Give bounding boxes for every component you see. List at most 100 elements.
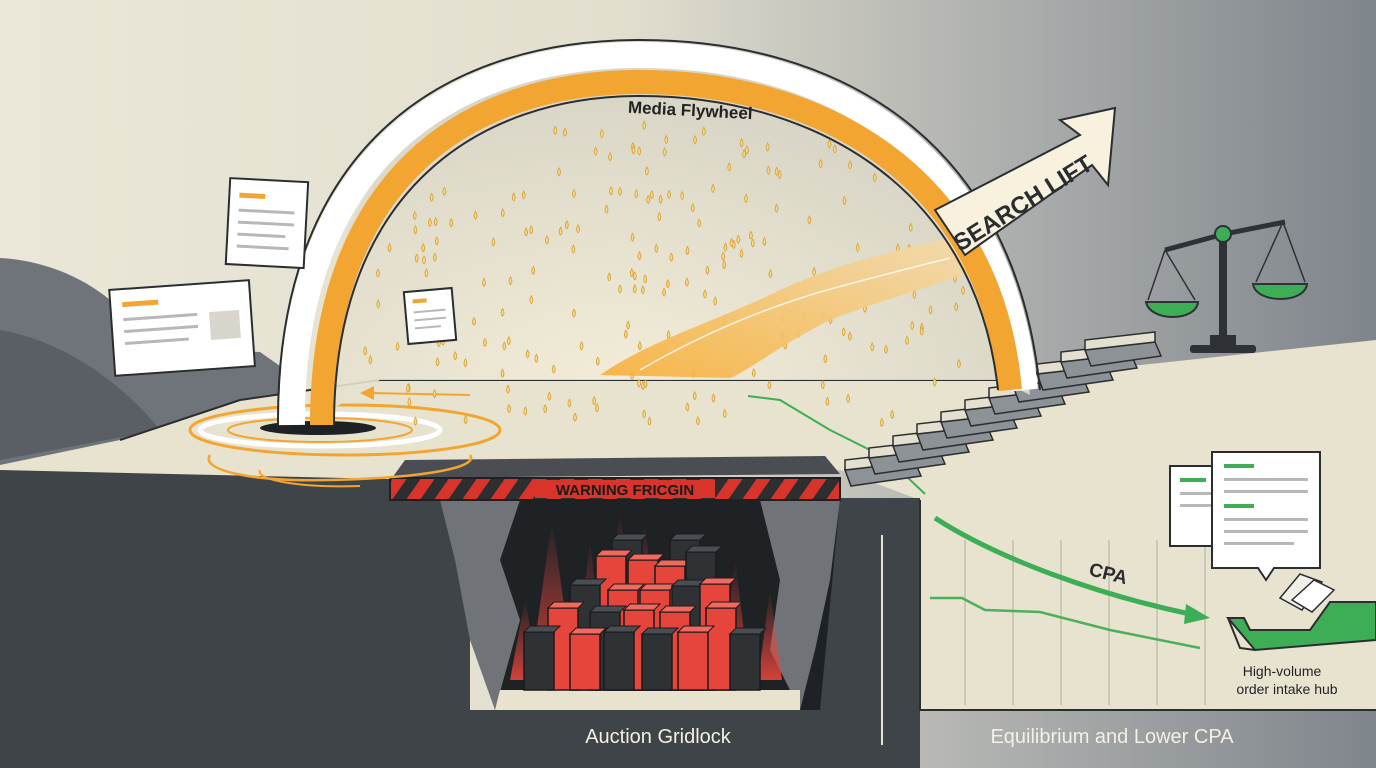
red-spike: [758, 590, 782, 680]
particle-drop: [751, 368, 756, 378]
particle-drop: [697, 218, 702, 228]
gridlock-block-top: [606, 583, 646, 591]
particle-drop: [473, 210, 478, 220]
particle-drop: [609, 186, 613, 196]
particle-drop: [564, 219, 569, 230]
particle-drop: [424, 268, 429, 278]
particle-drop: [664, 134, 669, 145]
hub-label-line2: order intake hub: [1236, 681, 1337, 697]
particle-drop: [693, 135, 697, 145]
particle-drop: [579, 341, 584, 351]
particle-drop: [395, 341, 400, 352]
particle-drop: [521, 190, 526, 200]
gridlock-block-top: [676, 625, 716, 633]
particle-drop: [637, 146, 642, 156]
particle-drop: [692, 391, 697, 401]
gridlock-block: [569, 633, 601, 691]
particle-drop: [525, 349, 530, 359]
particle-drop: [736, 234, 741, 244]
particle-drop: [872, 172, 877, 183]
gridlock-block-top: [658, 605, 698, 613]
particle-drop: [500, 307, 505, 317]
particle-drop: [534, 353, 539, 363]
particle-drop: [722, 259, 727, 270]
particle-drop: [705, 265, 710, 275]
particle-drop: [637, 251, 642, 261]
particle-drop: [482, 277, 486, 287]
particle-drop: [711, 393, 716, 403]
particle-drop: [557, 167, 561, 177]
particle-drop: [762, 236, 767, 246]
particle-drop: [432, 252, 437, 262]
chasm-wall-right: [760, 500, 840, 710]
document-card-left: [108, 279, 256, 377]
particle-drop: [957, 358, 961, 369]
particle-drop: [463, 358, 468, 368]
particle-drop: [508, 275, 513, 286]
particle-drop: [529, 294, 534, 305]
particle-drop: [524, 227, 529, 237]
particle-drop: [558, 226, 563, 236]
particle-drop: [908, 222, 913, 232]
particle-drop: [766, 165, 771, 175]
gridlock-block-top: [622, 603, 662, 611]
particle-drop: [961, 285, 965, 296]
gridlock-block-top: [588, 605, 628, 613]
particle-drop: [744, 145, 749, 155]
particle-drop: [774, 203, 779, 213]
cpa-trend-line: [930, 596, 1201, 650]
particle-drop: [422, 255, 426, 265]
particle-drop: [701, 126, 706, 136]
particle-drop: [640, 285, 645, 295]
particle-drop: [506, 384, 510, 394]
particle-drop: [632, 284, 637, 294]
particle-drop: [412, 210, 417, 221]
particle-drop: [721, 251, 726, 261]
gridlock-block-top: [698, 577, 738, 585]
particle-drop: [572, 308, 576, 318]
particle-drop: [765, 142, 770, 152]
ground-dark: [0, 470, 470, 768]
particle-drop: [750, 238, 755, 248]
particle-drop: [685, 245, 690, 256]
particle-drop: [846, 393, 851, 403]
particle-drop: [427, 217, 432, 228]
particle-drop: [643, 274, 648, 284]
particle-drop: [848, 160, 853, 170]
gridlock-block-top: [684, 545, 724, 553]
particle-drop: [662, 147, 667, 157]
particle-drop: [932, 377, 937, 387]
particle-drop: [954, 301, 959, 312]
gridlock-block-top: [728, 627, 768, 635]
particle-drop: [453, 351, 458, 361]
particle-drop: [507, 403, 511, 414]
particle-drop: [912, 289, 917, 300]
particle-drop: [414, 253, 419, 263]
particle-drop: [827, 139, 832, 149]
particle-drop: [545, 235, 549, 245]
particle-drop: [646, 194, 651, 204]
particle-drop: [643, 378, 648, 389]
particle-drop: [777, 169, 782, 180]
particle-drop: [472, 316, 476, 326]
particle-drop: [685, 277, 689, 287]
particle-drop: [642, 120, 647, 130]
cpa-gridlines: [964, 540, 1206, 705]
particle-drop: [421, 242, 426, 253]
particle-drop: [890, 409, 895, 420]
warning-bar: WARNING FRICGIN: [389, 456, 841, 501]
particle-drop: [744, 193, 748, 203]
particle-drop: [551, 364, 556, 374]
particle-drop: [547, 391, 552, 401]
particle-drop: [618, 284, 622, 294]
green-document-card-front: [1211, 451, 1321, 582]
particle-drop: [413, 225, 418, 235]
particle-drop: [629, 267, 634, 278]
particle-drop: [595, 356, 600, 366]
particle-drop: [637, 378, 641, 388]
document-card-top: [224, 177, 310, 270]
cpa-arrow-head: [1184, 604, 1210, 624]
particle-drop: [511, 192, 516, 202]
particle-drop: [543, 403, 548, 414]
particle-drop: [818, 158, 823, 169]
